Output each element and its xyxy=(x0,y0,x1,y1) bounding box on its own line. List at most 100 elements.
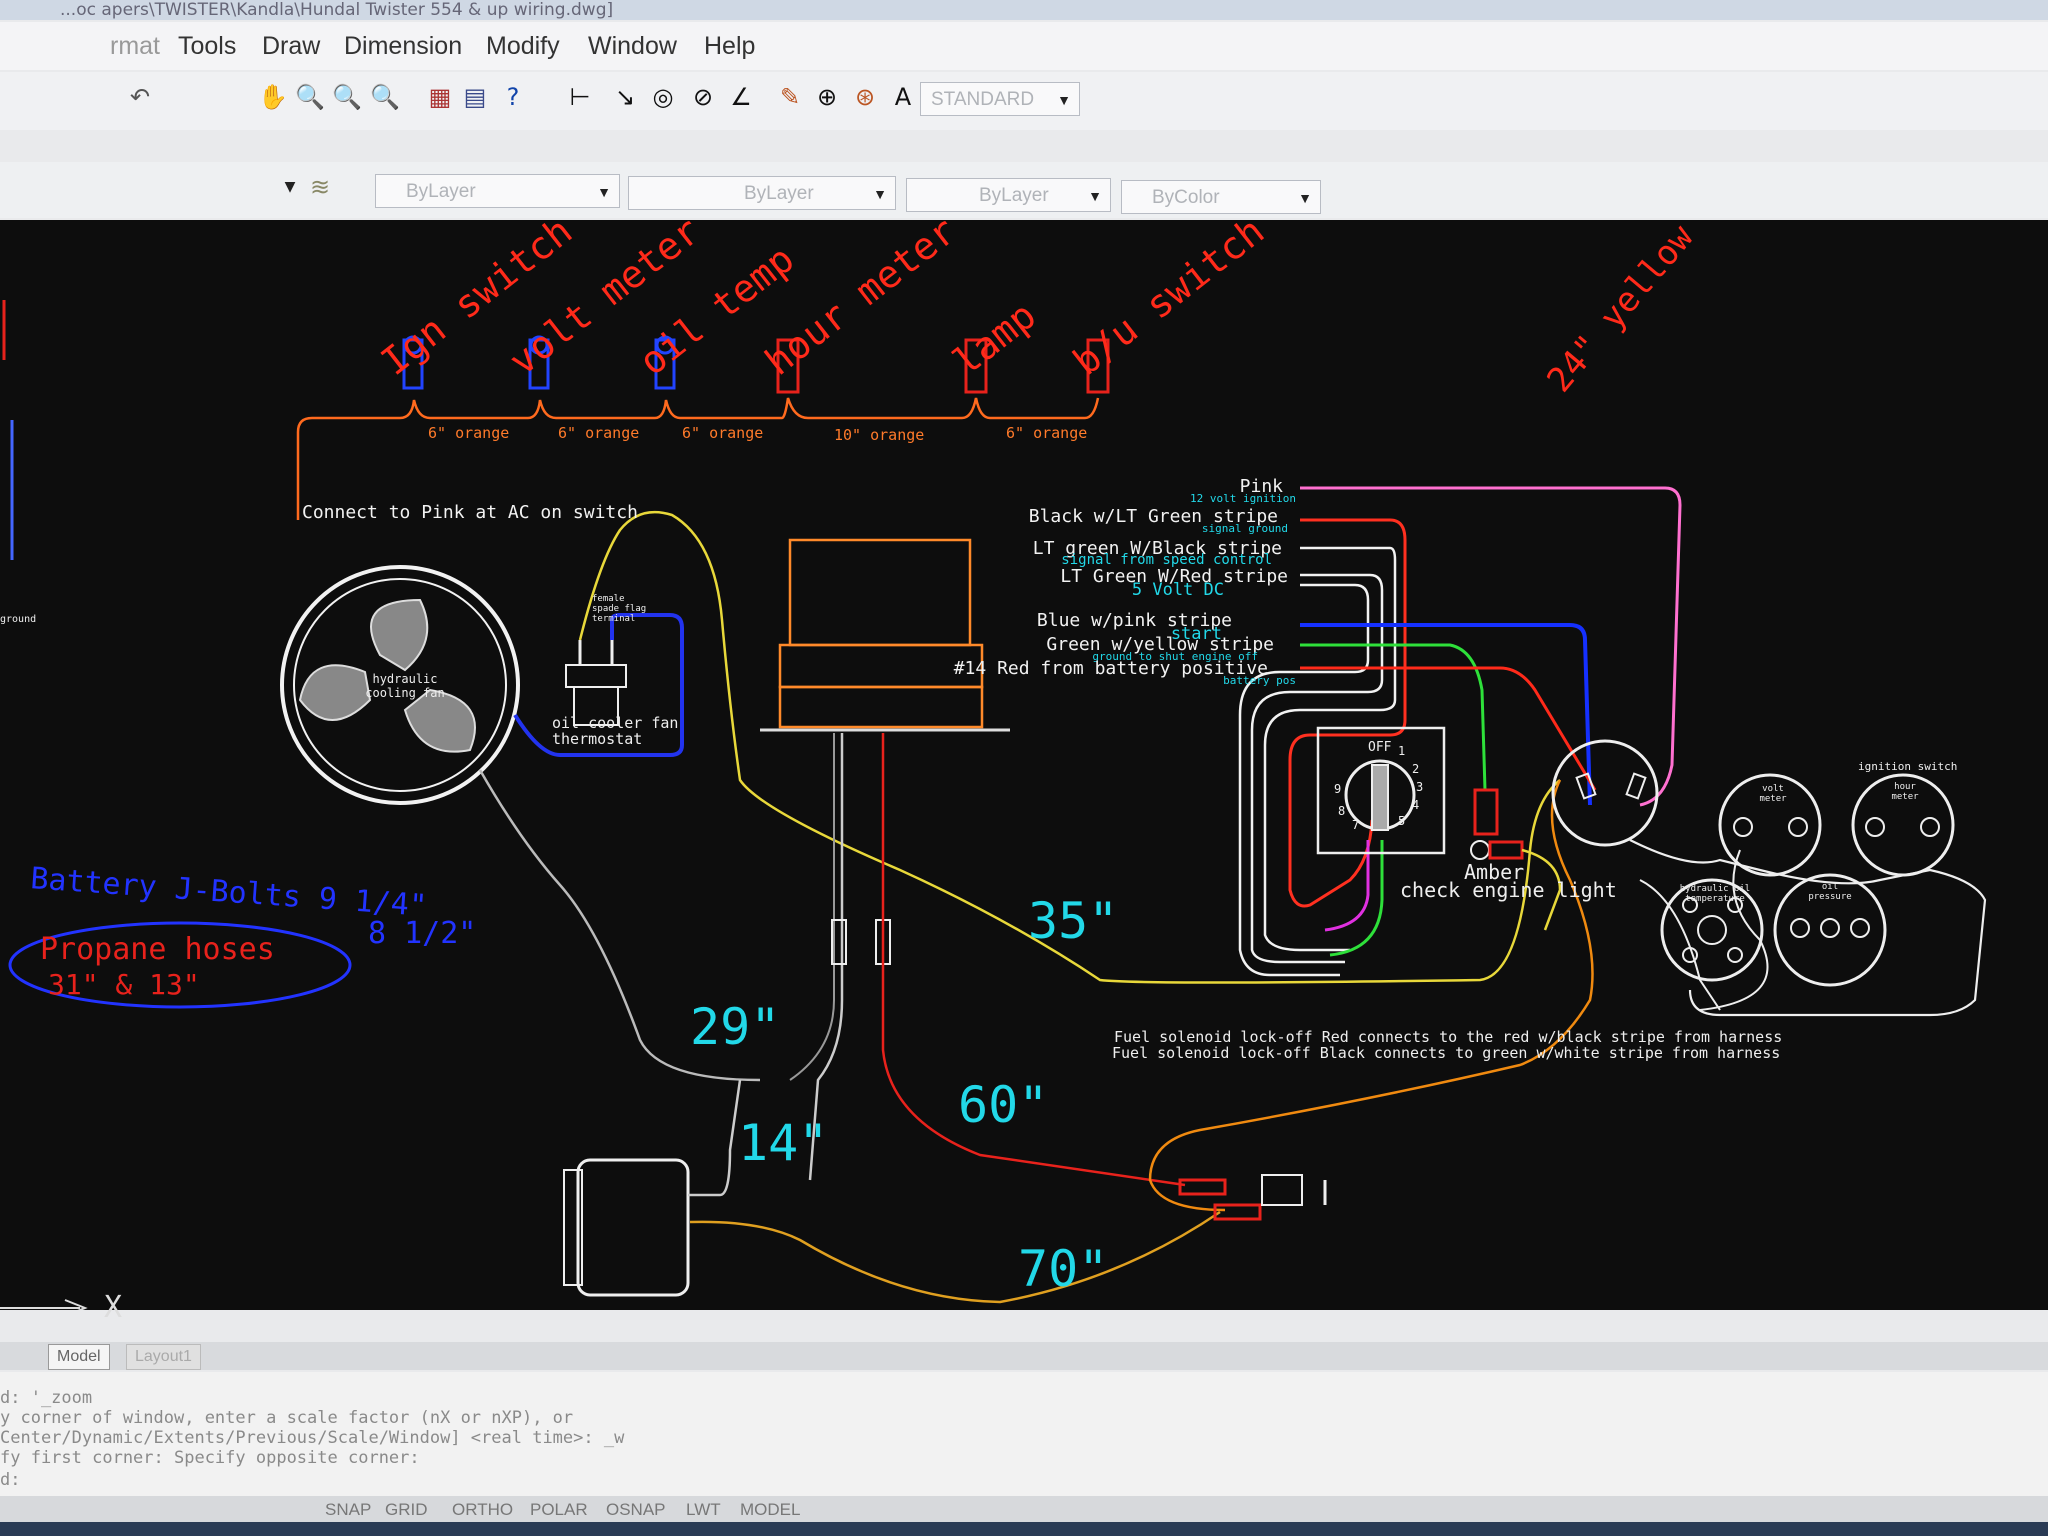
menu-bar: rmat Tools Draw Dimension Modify Window … xyxy=(0,22,2048,70)
dim-angular-icon[interactable]: ∠ xyxy=(730,83,752,111)
dim-radius-icon[interactable]: ◎ xyxy=(652,83,674,111)
battery-red-wire xyxy=(1300,666,1597,791)
segment-4: 10" orange xyxy=(834,426,925,444)
menu-format[interactable]: rmat xyxy=(110,32,160,60)
switch-num-7: 7 xyxy=(1352,818,1360,832)
status-ortho[interactable]: ORTHO xyxy=(452,1500,514,1519)
dim-35: 35" xyxy=(1028,892,1119,950)
linetype-select[interactable]: ByLayer▼ xyxy=(628,176,896,210)
dim-29: 29" xyxy=(690,998,781,1056)
dim-14: 14" xyxy=(738,1114,829,1172)
gauge-label-oil-pressure: oil pressure xyxy=(1808,882,1852,902)
tab-model[interactable]: Model xyxy=(48,1344,110,1370)
amber-lamp xyxy=(1470,788,1524,860)
propane-text-2: 31" & 13" xyxy=(48,968,200,1001)
lineweight-value: ByLayer xyxy=(979,185,1049,206)
wire-pink-label: Pink xyxy=(1239,476,1283,497)
chevron-down-icon: ▼ xyxy=(1088,188,1102,204)
status-model[interactable]: MODEL xyxy=(740,1500,801,1519)
amber-text-1: Amber xyxy=(1464,860,1525,884)
wire-green-yellow-label: Green w/yellow stripe xyxy=(1046,634,1274,655)
center-mark-icon[interactable]: ⊕ xyxy=(816,83,838,111)
propane-ellipse xyxy=(8,921,352,1009)
properties-icon[interactable]: ▦ xyxy=(428,83,452,111)
color-select[interactable]: ByColor▼ xyxy=(1121,180,1321,214)
connector-blue-1 xyxy=(402,335,424,390)
dim-60: 60" xyxy=(958,1076,1049,1134)
engine-gray-wire-1 xyxy=(808,733,844,1181)
drawing-canvas[interactable]: Ign switch volt meter oil temp hour mete… xyxy=(0,208,2048,1325)
layers-icon[interactable]: ≋ xyxy=(309,173,331,201)
menu-dimension[interactable]: Dimension xyxy=(344,32,463,60)
chevron-down-icon[interactable]: ▼ xyxy=(284,179,296,195)
connector-blue-2 xyxy=(528,335,550,390)
dim-linear-icon[interactable]: ⊢ xyxy=(569,83,591,111)
dim-aligned-icon[interactable]: ↘ xyxy=(614,83,636,111)
chevron-down-icon: ▼ xyxy=(1298,190,1312,206)
oil-cooler-thermostat xyxy=(565,640,627,726)
leader-icon[interactable]: ✎ xyxy=(779,83,801,111)
text-style-value: STANDARD xyxy=(931,89,1035,110)
layer-select[interactable]: ByLayer▼ xyxy=(375,174,620,208)
zoom-window-icon[interactable]: 🔍 xyxy=(332,83,362,111)
wire-lt-green-black-note: signal from speed control xyxy=(1061,552,1272,568)
status-polar[interactable]: POLAR xyxy=(530,1500,588,1519)
wiring-diagram xyxy=(0,300,1987,1310)
dim-diameter-icon[interactable]: ⊘ xyxy=(692,83,714,111)
switch-num-3: 3 xyxy=(1416,780,1424,794)
switch-num-2: 2 xyxy=(1412,762,1420,776)
blue-wire xyxy=(1300,623,1592,806)
switch-num-4: 4 xyxy=(1412,798,1420,812)
wire-black-lt-green-label: Black w/LT Green stripe xyxy=(1028,506,1278,527)
menu-draw[interactable]: Draw xyxy=(262,32,321,60)
orange-70-wire xyxy=(689,1210,1221,1304)
zoom-realtime-icon[interactable]: 🔍 xyxy=(295,83,325,111)
gauge-white-wire-2 xyxy=(1699,849,1769,1011)
command-line-4: fy first corner: Specify opposite corner… xyxy=(0,1448,420,1468)
switch-off: OFF xyxy=(1368,740,1392,755)
green-wire-2 xyxy=(1329,840,1384,957)
lineweight-select[interactable]: ByLayer ▼ xyxy=(906,178,1111,212)
text-style-select[interactable]: STANDARD▼ xyxy=(920,82,1080,116)
thermostat-note: female spade flag terminal xyxy=(592,594,647,624)
thermostat-label-1: oil cooler fan xyxy=(552,714,679,732)
magenta-wire xyxy=(1324,840,1370,932)
status-snap[interactable]: SNAP xyxy=(325,1500,372,1519)
ignition-switch-gauge xyxy=(1551,739,1659,847)
layer-value: ByLayer xyxy=(406,181,476,202)
tolerance-icon[interactable]: ⊛ xyxy=(854,83,876,111)
switch-num-9: 9 xyxy=(1334,782,1342,796)
undo-icon[interactable]: ↶ xyxy=(129,83,151,111)
command-line-1: d: '_zoom xyxy=(0,1388,93,1408)
white-wire-1 xyxy=(1263,546,1397,952)
switch-num-1: 1 xyxy=(1398,744,1406,758)
status-osnap[interactable]: OSNAP xyxy=(606,1500,666,1519)
menu-tools[interactable]: Tools xyxy=(178,32,237,60)
design-center-icon[interactable]: ▤ xyxy=(463,83,487,111)
window-title: ...oc apers\TWISTER\Kandla\Hundal Twiste… xyxy=(0,0,2048,20)
yellow-wire xyxy=(578,510,1561,984)
status-grid[interactable]: GRID xyxy=(385,1500,428,1519)
tab-layout1[interactable]: Layout1 xyxy=(126,1344,201,1370)
white-wire-2 xyxy=(1250,573,1384,964)
status-lwt[interactable]: LWT xyxy=(686,1500,721,1519)
command-prompt: d: xyxy=(0,1470,21,1490)
connector-red-1 xyxy=(776,338,800,394)
gauge-label-hyd-temp: hydraulic oil temperature xyxy=(1679,884,1751,904)
wire-green-yellow-note: ground to shut engine off xyxy=(1092,650,1258,663)
pan-icon[interactable]: ✋ xyxy=(258,83,288,111)
fan-label: hydraulic cooling fan xyxy=(365,672,445,700)
wire-black-lt-green-note: signal ground xyxy=(1201,522,1288,535)
command-line[interactable]: d: '_zoom y corner of window, enter a sc… xyxy=(0,1372,2048,1502)
starter-motor xyxy=(563,1079,742,1297)
layout-tabs: Model Layout1 xyxy=(0,1342,2048,1370)
menu-window[interactable]: Window xyxy=(588,32,677,60)
thermostat-blue-wire xyxy=(513,613,684,757)
fuel-note-1: Fuel solenoid lock-off Red connects to t… xyxy=(1114,1028,1783,1046)
help-icon[interactable]: ? xyxy=(506,83,520,111)
dim-70: 70" xyxy=(1018,1240,1109,1298)
menu-help[interactable]: Help xyxy=(704,32,756,60)
zoom-previous-icon[interactable]: 🔍 xyxy=(370,83,400,111)
menu-modify[interactable]: Modify xyxy=(486,32,560,60)
engine-gray-wire-2 xyxy=(789,733,835,1081)
